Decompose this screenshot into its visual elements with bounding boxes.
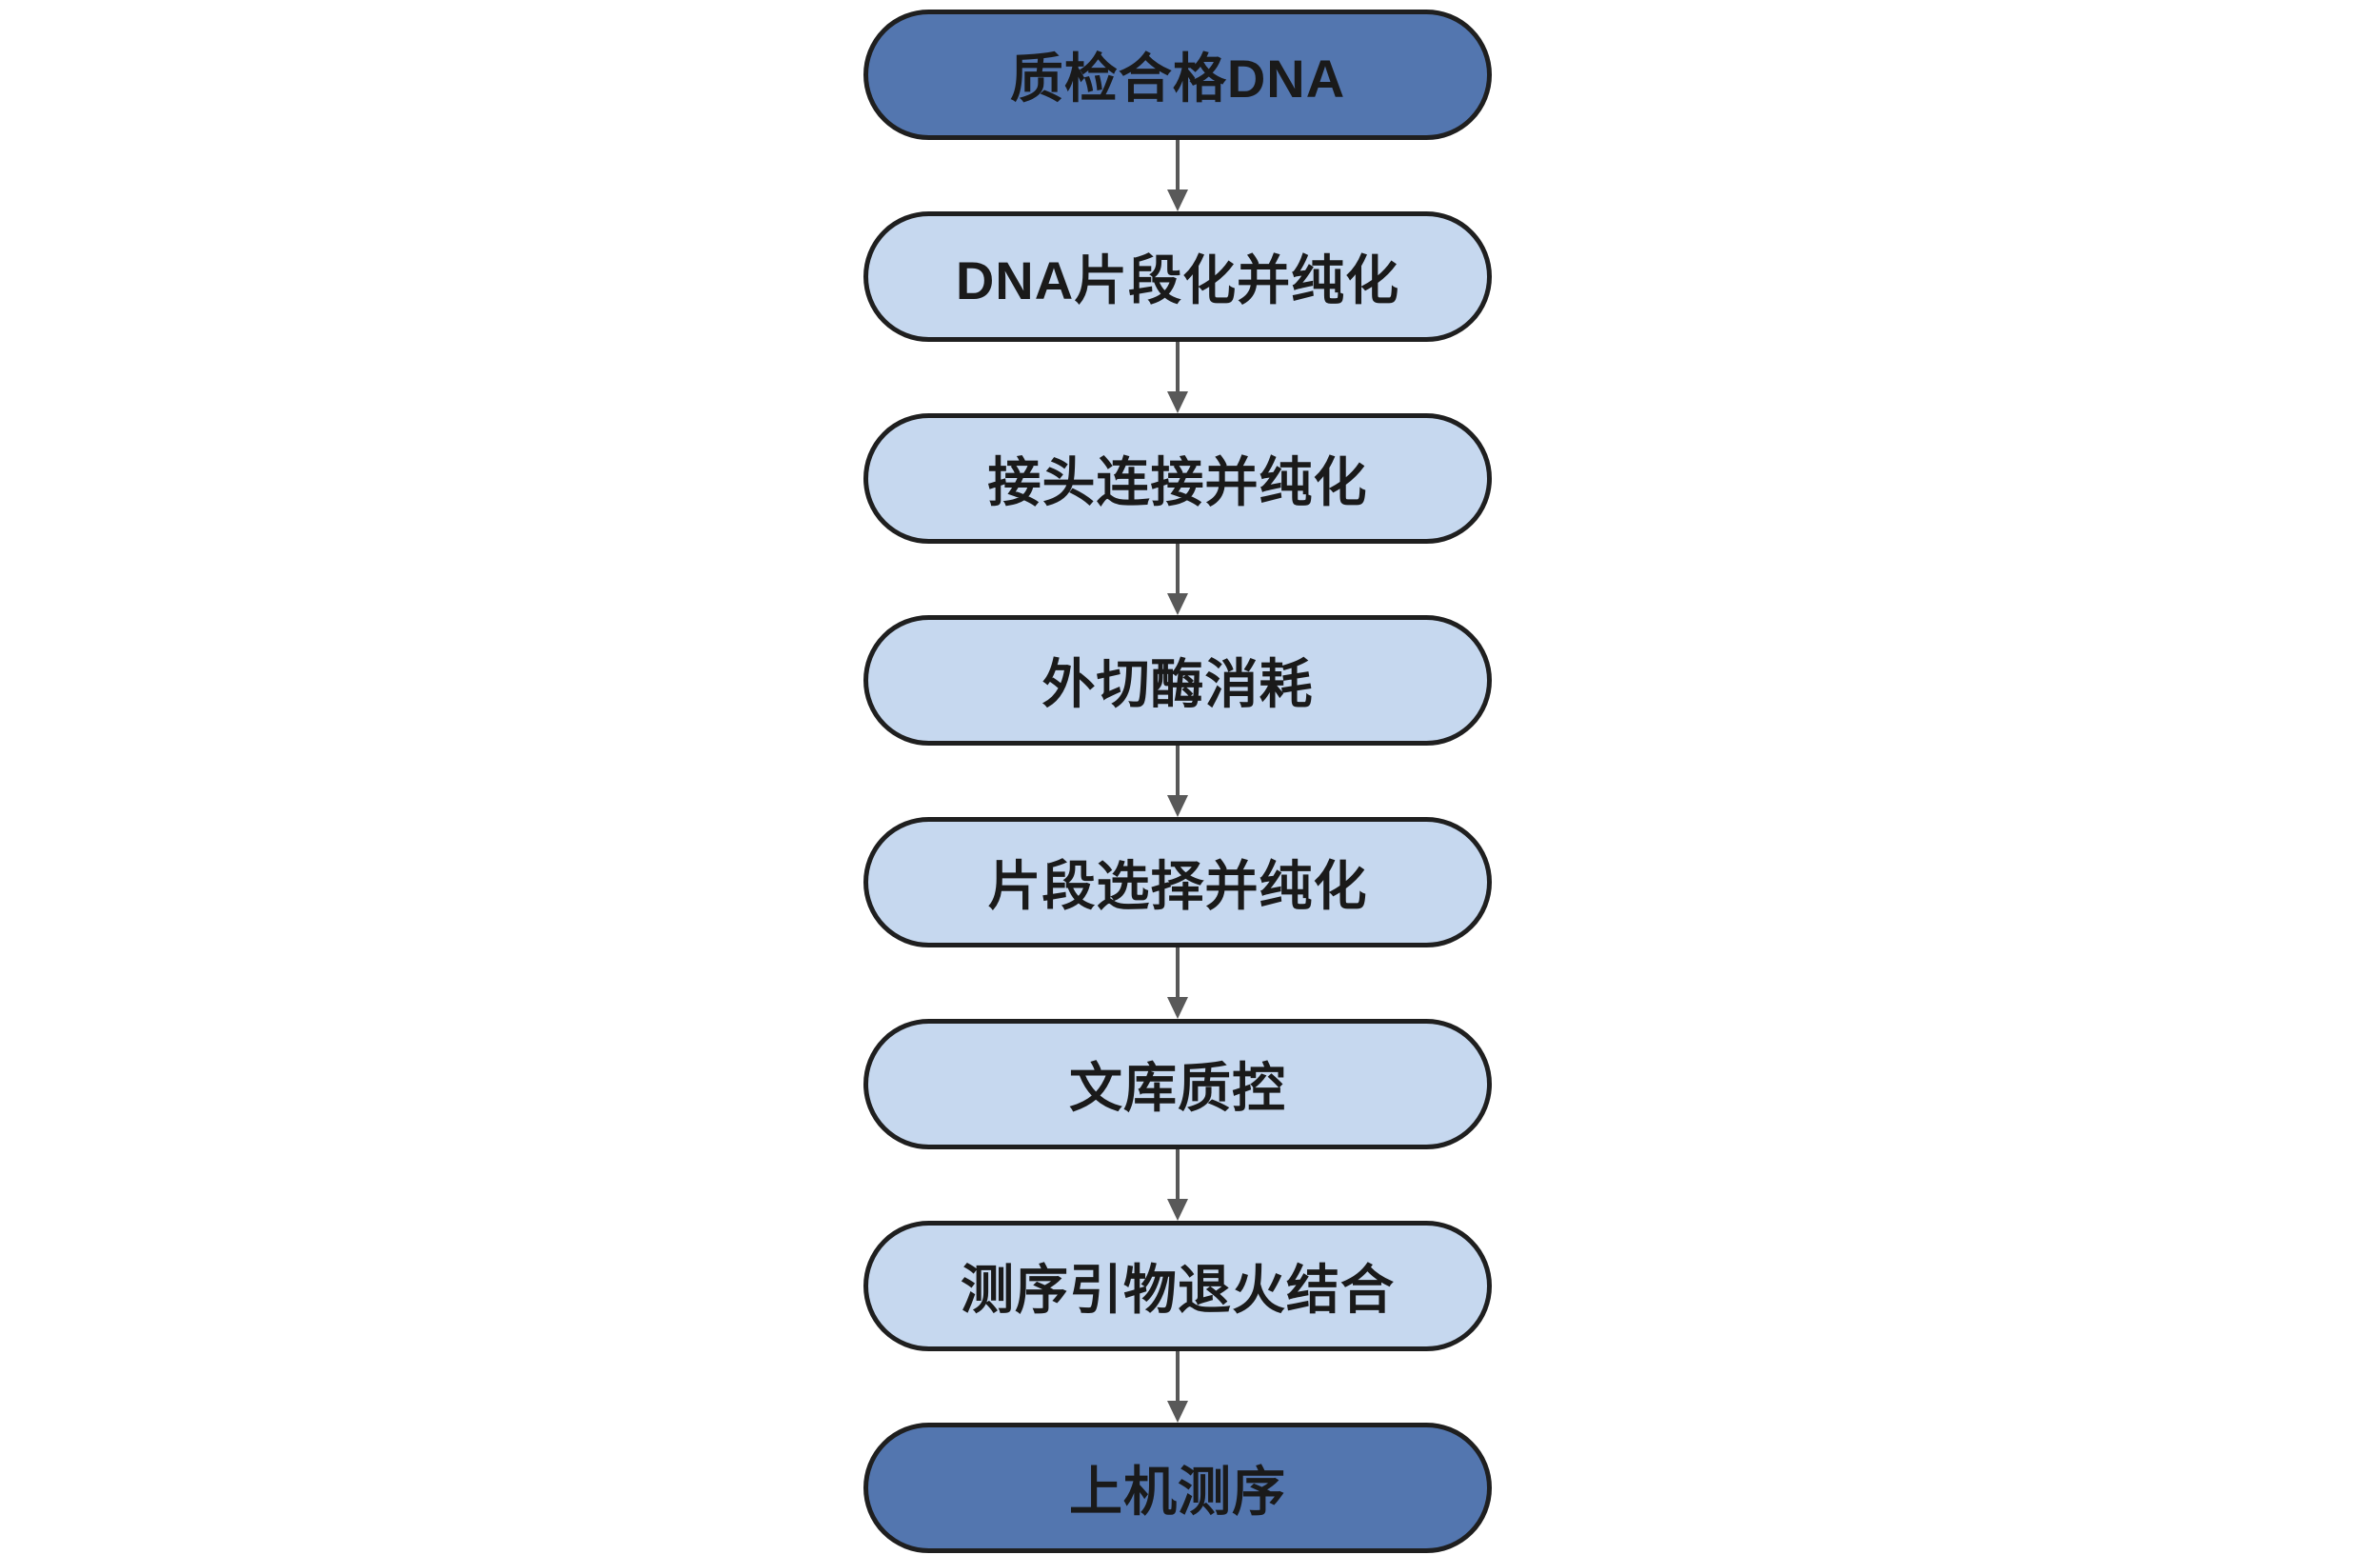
- arrow-line: [1176, 746, 1180, 795]
- down-arrow: [1167, 1351, 1188, 1423]
- down-arrow: [1167, 947, 1188, 1019]
- arrow-line: [1176, 1351, 1180, 1401]
- arrow-line: [1176, 342, 1180, 391]
- arrow-head-icon: [1167, 391, 1188, 413]
- arrow-line: [1176, 544, 1180, 593]
- down-arrow: [1167, 140, 1188, 211]
- flow-node-7: 测序引物退火结合: [863, 1221, 1492, 1351]
- arrow-line: [1176, 1149, 1180, 1199]
- flowchart: 质检合格DNA DNA片段化并纯化接头连接并纯化外切酶消耗片段选择并纯化文库质控测…: [863, 10, 1492, 1553]
- flow-node-4: 外切酶消耗: [863, 615, 1492, 746]
- flow-node-5: 片段选择并纯化: [863, 817, 1492, 947]
- down-arrow: [1167, 544, 1188, 615]
- arrow-head-icon: [1167, 1401, 1188, 1423]
- flow-node-3: 接头连接并纯化: [863, 413, 1492, 544]
- arrow-line: [1176, 947, 1180, 997]
- flow-node-8: 上机测序: [863, 1423, 1492, 1553]
- down-arrow: [1167, 1149, 1188, 1221]
- down-arrow: [1167, 746, 1188, 817]
- flow-node-2: DNA片段化并纯化: [863, 211, 1492, 342]
- arrow-head-icon: [1167, 795, 1188, 817]
- arrow-head-icon: [1167, 1199, 1188, 1221]
- flow-node-6: 文库质控: [863, 1019, 1492, 1149]
- arrow-head-icon: [1167, 189, 1188, 211]
- flow-node-1: 质检合格DNA: [863, 10, 1492, 140]
- arrow-head-icon: [1167, 997, 1188, 1019]
- down-arrow: [1167, 342, 1188, 413]
- arrow-head-icon: [1167, 593, 1188, 615]
- arrow-line: [1176, 140, 1180, 189]
